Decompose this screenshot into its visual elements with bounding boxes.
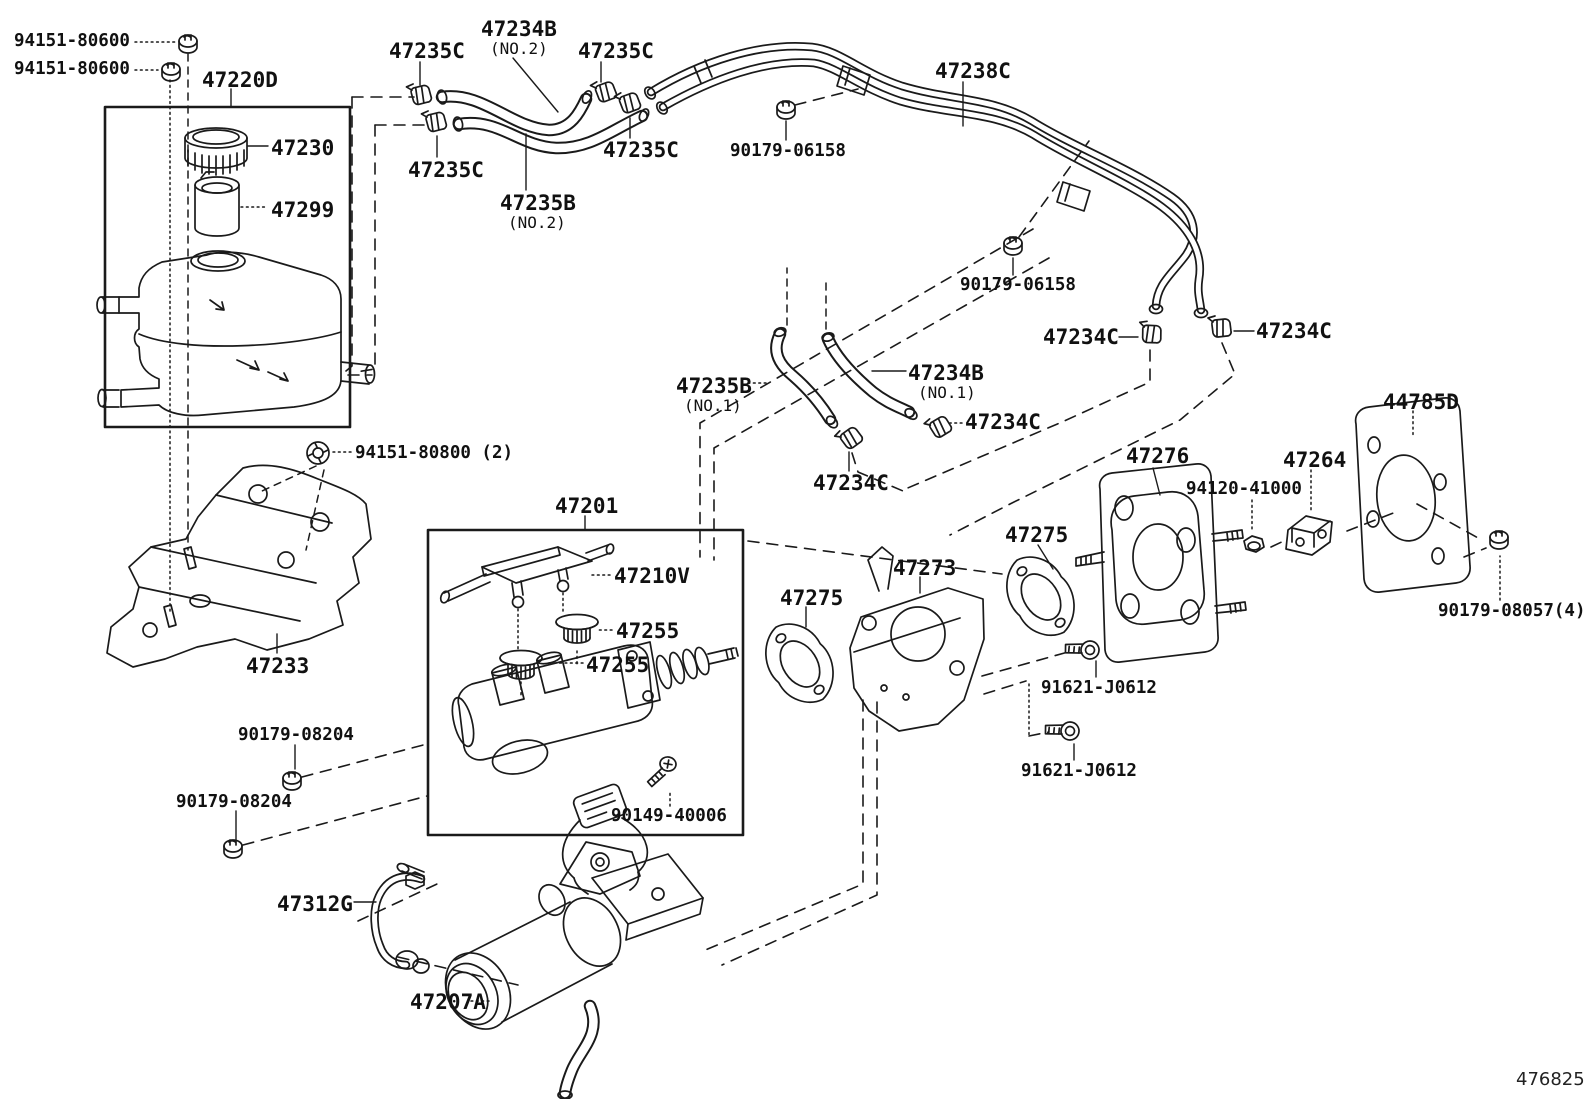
part-label-47233: 47233 <box>246 654 310 678</box>
bolt-icon <box>1042 714 1082 743</box>
grommet-icon <box>555 613 599 644</box>
part-label-47234c-1: 47234C <box>1043 325 1119 349</box>
gasket-47275-right <box>991 543 1090 650</box>
part-sublabel-no2-a: (NO.2) <box>490 39 548 58</box>
drawing-code: 476825 <box>1516 1069 1585 1090</box>
part-label-47207a: 47207A <box>410 990 486 1014</box>
tube-47312g <box>370 862 430 974</box>
part-label-47235c-1: 47235C <box>389 39 465 63</box>
construction-lines <box>169 53 1487 986</box>
hoses-no1 <box>770 315 1232 454</box>
screw-icon <box>646 753 678 791</box>
gasket-shape <box>991 543 1090 650</box>
hose-clamp-icon <box>1136 319 1164 346</box>
part-label-47312g: 47312G <box>277 892 353 916</box>
part-label-47255-b: 47255 <box>586 653 650 677</box>
nut-icon <box>776 100 796 120</box>
gasket-47275-left <box>750 610 849 717</box>
part-label-47234b-no1: 47234B <box>908 361 984 385</box>
part-label-47235c-2: 47235C <box>578 39 654 63</box>
part-label-47235b-no2: 47235B <box>500 191 576 215</box>
part-label-44785d: 44785D <box>1383 390 1459 414</box>
part-label-90179-08204-a: 90179-08204 <box>238 725 354 745</box>
part-sublabel-no1-b: (NO.1) <box>918 383 976 402</box>
part-label-47230: 47230 <box>271 136 335 160</box>
part-label-94151-80600-a: 94151-80600 <box>14 31 130 51</box>
part-label-91621-j0612-b: 91621-J0612 <box>1021 761 1137 781</box>
nut-icon <box>223 839 243 859</box>
part-label-47275-r: 47275 <box>1005 523 1069 547</box>
hose-clamp-icon <box>832 421 866 454</box>
part-label-47273: 47273 <box>893 556 957 580</box>
part-label-47275-l: 47275 <box>780 586 844 610</box>
part-label-94151-80800: 94151-80800 (2) <box>355 443 514 463</box>
part-label-47276: 47276 <box>1126 444 1190 468</box>
part-label-47235c-4: 47235C <box>603 138 679 162</box>
nut-icon <box>178 34 198 54</box>
part-label-90179-08204-b: 90179-08204 <box>176 792 292 812</box>
gasket-44785d <box>1354 397 1509 593</box>
part-sublabel-no2-b: (NO.2) <box>508 213 566 232</box>
bolt-icon <box>306 441 330 465</box>
nut-icon <box>1489 530 1509 550</box>
master-cylinder-47201 <box>426 528 745 837</box>
reservoir-box-47220d <box>103 105 352 429</box>
hose-clamp-icon <box>613 88 643 116</box>
hose-clamp-icon <box>405 80 433 107</box>
hose-clamp-icon <box>420 107 448 134</box>
bracket-47233 <box>106 441 372 668</box>
part-label-90179-08057: 90179-08057(4) <box>1438 601 1586 621</box>
part-label-47234c-3: 47234C <box>965 410 1041 434</box>
leader-lines <box>134 41 1501 1002</box>
pipes-47238c <box>643 42 1209 319</box>
part-label-94151-80600-b: 94151-80600 <box>14 59 130 79</box>
part-label-47201: 47201 <box>555 494 619 518</box>
part-label-47210v: 47210V <box>614 564 690 588</box>
part-label-47255-a: 47255 <box>616 619 680 643</box>
hose-clamp-icon <box>589 77 619 105</box>
hoses-no2 <box>405 77 650 155</box>
part-label-47234c-2: 47234C <box>1256 319 1332 343</box>
gasket-shape <box>750 610 849 717</box>
hose-clamp-icon <box>1207 315 1232 338</box>
part-label-90149-40006: 90149-40006 <box>611 806 727 826</box>
reservoir-tank <box>96 250 376 417</box>
nut-94120-icon <box>1247 541 1261 551</box>
part-label-47238c: 47238C <box>935 59 1011 83</box>
reservoir-filter-47299 <box>194 171 240 237</box>
part-label-47264: 47264 <box>1283 448 1347 472</box>
bracket-47273 <box>849 546 985 732</box>
reservoir-cap-47230 <box>184 127 248 176</box>
part-label-47234c-4: 47234C <box>813 471 889 495</box>
part-label-94120-41000: 94120-41000 <box>1186 479 1302 499</box>
booster-pump-47207a <box>444 783 704 1099</box>
part-label-47234b-no2: 47234B <box>481 17 557 41</box>
part-label-90179-06158-b: 90179-06158 <box>960 275 1076 295</box>
hose-clamp-icon <box>922 411 954 442</box>
nut-icon <box>161 62 181 82</box>
part-sublabel-no1-a: (NO.1) <box>684 396 742 415</box>
part-label-90179-06158-a: 90179-06158 <box>730 141 846 161</box>
part-label-47235b-no1: 47235B <box>676 374 752 398</box>
part-label-47299: 47299 <box>271 198 335 222</box>
nut-icon <box>282 771 302 791</box>
bolt-icon <box>1062 633 1102 662</box>
part-label-47235c-3: 47235C <box>408 158 484 182</box>
part-label-91621-j0612-a: 91621-J0612 <box>1041 678 1157 698</box>
nut-icon <box>1003 236 1023 256</box>
part-label-47220d: 47220D <box>202 68 278 92</box>
plate-47276 <box>1042 463 1333 743</box>
